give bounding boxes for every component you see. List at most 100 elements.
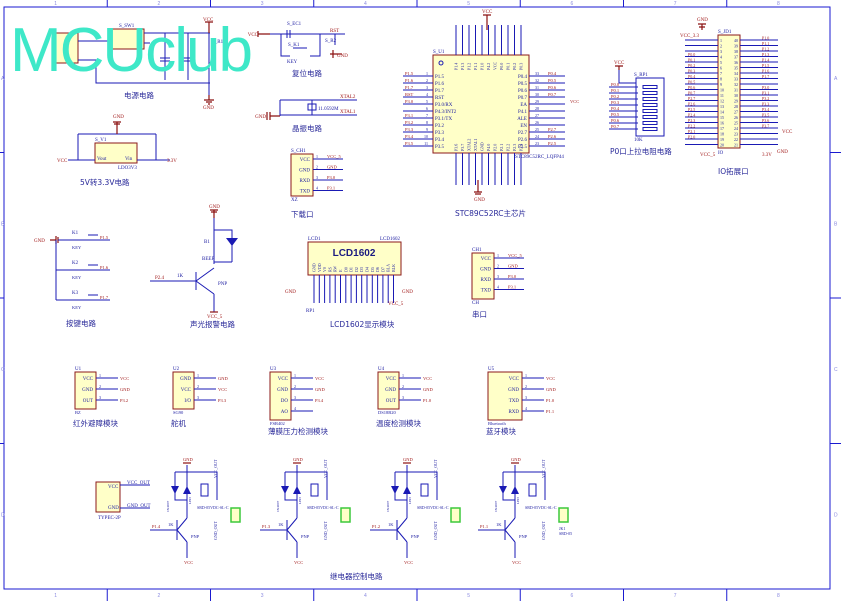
module-pin-name: GND [180,377,191,382]
io-net: P0.6 [688,85,695,90]
typec-gnd-out: GND_OUT [127,504,151,509]
mcu-pin-net: P3.3 [405,127,414,132]
mcu-pin-name: P2.6 [518,138,528,143]
io-net: P1.0 [762,36,769,41]
frame-row-label: B [834,221,838,227]
module-pin-net: VCC [120,376,129,381]
relay-vcc-label: VCC [294,560,303,565]
module-pin-name: GND [277,388,288,393]
module-pin-name: DO [281,399,289,404]
relay-part: SRD-05VDC-SL-C [417,505,449,510]
typec-vcc-pin: VCC [108,485,119,490]
module-pin-num: 3 [294,395,296,400]
relay-led-label: LED [188,497,192,504]
module-caption: 薄膜压力检测模块 [268,426,328,436]
io-pin-num: 24 [734,126,738,131]
io-pin-num: 30 [734,93,738,98]
pullup-value: 10K [634,138,643,143]
module-body [487,371,523,421]
module-ref: U3 [270,367,277,372]
module-pin-name: GND [508,388,519,393]
module-part: DS18B20 [378,410,397,415]
mcu-pin-num: 11 [424,141,428,146]
relay-conn-part: SRD-05 [559,531,572,536]
mcu-pin-num: 3 [426,85,428,90]
module-pin-name: VCC [83,377,94,382]
pullup-net: P0.2 [611,94,619,99]
frame-col-label: 6 [570,593,573,599]
io-net: P2.2 [688,124,695,129]
mcu-pin-name: P2.4 [519,144,524,151]
module-pin-num: 4 [294,406,296,411]
relay-gnd-label: GND [293,457,303,462]
relay-wiring [150,465,218,558]
relay-coil [310,483,319,497]
mcu-pin-name: P2.5 [518,145,528,150]
power-circuit-caption: 电源电路 [124,90,154,100]
frame-row-label: D [1,512,5,518]
mcu-pin-num: 28 [535,106,539,111]
mcu-pin-name: P3.6 [454,144,459,151]
frame-col-label: 7 [674,1,677,7]
module-pin-num: 1 [197,373,199,378]
mcu-pin-name: P1.1 [473,63,478,70]
io-net: P0.2 [688,63,695,68]
io-header-body [717,34,741,149]
io-pin-num: 13 [720,104,724,109]
header-pin-name: TXD [481,289,492,294]
mcu-pin-name: P3.2 [435,124,445,129]
io-pin-num: 12 [720,99,724,104]
io-net: P3.4 [762,107,769,112]
module-ref: U5 [488,367,495,372]
relay-vcc-label: VCC [404,560,413,565]
relay-vcc-out: VCC_OUT [213,459,218,478]
relay-vcc-out: VCC_OUT [541,459,546,478]
relay-terminal [558,507,569,523]
module-pin-name: VCC [278,377,289,382]
ldo-body [94,142,138,164]
relay-gnd-out: GND_OUT [433,521,438,540]
module-pin-num: 3 [402,395,404,400]
key-type: KEY [72,245,82,250]
lcd-pin-name: D6 [375,267,380,272]
mcu-pin-net: P0.4 [548,71,557,76]
header-pin-net: P3.1 [508,285,516,290]
io-pin-num: 23 [734,132,738,137]
switch-ref: S_SW1 [119,24,135,29]
mcu-caption: STC89C52RC主芯片 [455,208,526,218]
io-net: P0.0 [688,52,695,57]
io-net: P3.5 [762,113,769,118]
power-switch[interactable] [110,28,145,50]
lcd-pin-name: D0 [343,267,348,272]
io-pin-num: 39 [734,44,738,49]
relay-gnd-label: GND [183,457,193,462]
mcu-pin-name: P1.7 [435,89,445,94]
io-footer: IO [718,151,724,156]
module-pin-num: 2 [99,384,101,389]
header-pin-num: 1 [497,253,499,258]
io-pin-num: 32 [734,82,738,87]
io-net: P2.1 [688,129,695,134]
module-pin-num: 2 [525,384,527,389]
mcu-pin-net: P2.5 [548,141,557,146]
lcd-part: LCD1602 [380,237,401,242]
mcu-pin-num: 30 [535,92,539,97]
io-pin-num: 9 [720,82,722,87]
buzzer-part: BEEP [202,257,214,262]
io-net: P1.4 [762,58,769,63]
reset-circuit: VCC RST S_EC1 S_K1 S_R2 KEY GND 复位电路 [248,22,349,78]
frame-col-label: 1 [54,593,57,599]
io-pin-num: 4 [720,55,722,60]
io-net: P2.3 [688,118,695,123]
pullup-resistor [642,85,658,89]
relay-terminal [230,507,241,523]
io-pin-num: 34 [734,71,738,76]
relay-gnd-out: GND_OUT [541,521,546,540]
download-ref: S_CH1 [291,149,306,154]
lcd-pin-name: D1 [349,267,354,272]
